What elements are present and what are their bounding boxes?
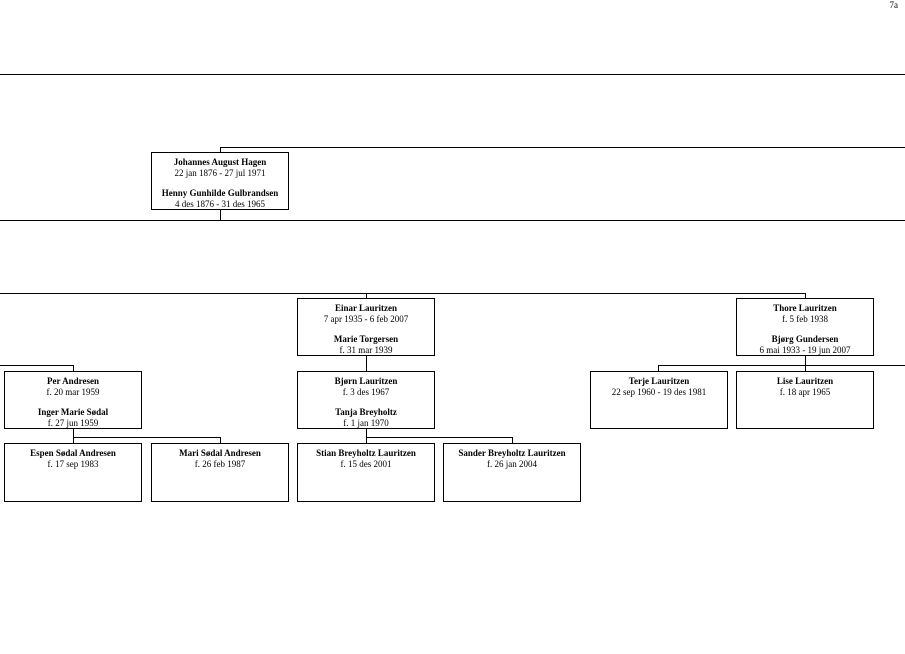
connector-line — [73, 437, 220, 438]
person-dates: f. 18 apr 1965 — [779, 386, 831, 397]
spouse-dates: 6 mai 1933 - 19 jun 2007 — [759, 344, 851, 355]
person-name: Lise Lauritzen — [776, 376, 834, 386]
person-name: Einar Lauritzen — [334, 303, 398, 313]
person-dates: 22 jan 1876 - 27 jul 1971 — [174, 167, 266, 178]
person-name: Stian Breyholtz Lauritzen — [316, 448, 416, 458]
connector-line — [366, 293, 367, 298]
connector-line — [658, 365, 659, 371]
connector-line — [73, 428, 74, 443]
spouse-name: Tanja Breyholtz — [335, 407, 397, 417]
connector-line — [0, 293, 805, 294]
person-name: Johannes August Hagen — [173, 157, 267, 167]
connector-line — [805, 293, 806, 298]
connector-line — [220, 147, 905, 148]
person-dates: f. 3 des 1967 — [342, 386, 390, 397]
person-name: Thore Lauritzen — [773, 303, 837, 313]
spouse-dates: f. 27 jun 1959 — [47, 417, 99, 428]
person-dates: 7 apr 1935 - 6 feb 2007 — [323, 313, 409, 324]
person-dates: f. 26 jan 2004 — [487, 458, 537, 469]
person-dates: f. 17 sep 1983 — [47, 458, 99, 469]
person-name: Per Andresen — [47, 376, 99, 386]
spacer — [737, 324, 873, 334]
connector-line — [73, 365, 74, 371]
spouse-dates: 4 des 1876 - 31 des 1965 — [175, 198, 265, 209]
spacer — [298, 397, 434, 407]
person-name: Mari Sødal Andresen — [179, 448, 261, 458]
connector-line — [0, 365, 73, 366]
person-name: Bjørn Lauritzen — [334, 376, 398, 386]
person-name: Sander Breyholtz Lauritzen — [458, 448, 566, 458]
page-number: 7a — [889, 0, 899, 10]
connector-line — [220, 210, 221, 220]
spacer — [152, 178, 288, 188]
spouse-dates: f. 31 mar 1939 — [339, 344, 393, 355]
connector-line — [366, 428, 367, 443]
person-dates: f. 26 feb 1987 — [194, 458, 246, 469]
spacer — [5, 397, 141, 407]
spouse-name: Marie Torgersen — [333, 334, 399, 344]
section-divider-line — [0, 74, 905, 75]
spouse-name: Henny Gunhilde Gulbrandsen — [161, 188, 279, 198]
person-dates: f. 15 des 2001 — [340, 458, 392, 469]
spouse-name: Inger Marie Sødal — [37, 407, 109, 417]
spouse-name: Bjørg Gundersen — [771, 334, 839, 344]
section-divider-line — [0, 220, 905, 221]
connector-line — [366, 437, 512, 438]
spouse-dates: f. 1 jan 1970 — [343, 417, 389, 428]
person-name: Terje Lauritzen — [628, 376, 690, 386]
spacer — [298, 324, 434, 334]
connector-line — [658, 365, 905, 366]
person-dates: f. 20 mar 1959 — [46, 386, 100, 397]
person-name: Espen Sødal Andresen — [30, 448, 116, 458]
connector-line — [805, 355, 806, 371]
person-dates: f. 5 feb 1938 — [782, 313, 828, 324]
connector-line — [512, 437, 513, 443]
person-dates: 22 sep 1960 - 19 des 1981 — [611, 386, 707, 397]
connector-line — [220, 437, 221, 443]
connector-line — [220, 147, 221, 152]
connector-line — [366, 355, 367, 371]
